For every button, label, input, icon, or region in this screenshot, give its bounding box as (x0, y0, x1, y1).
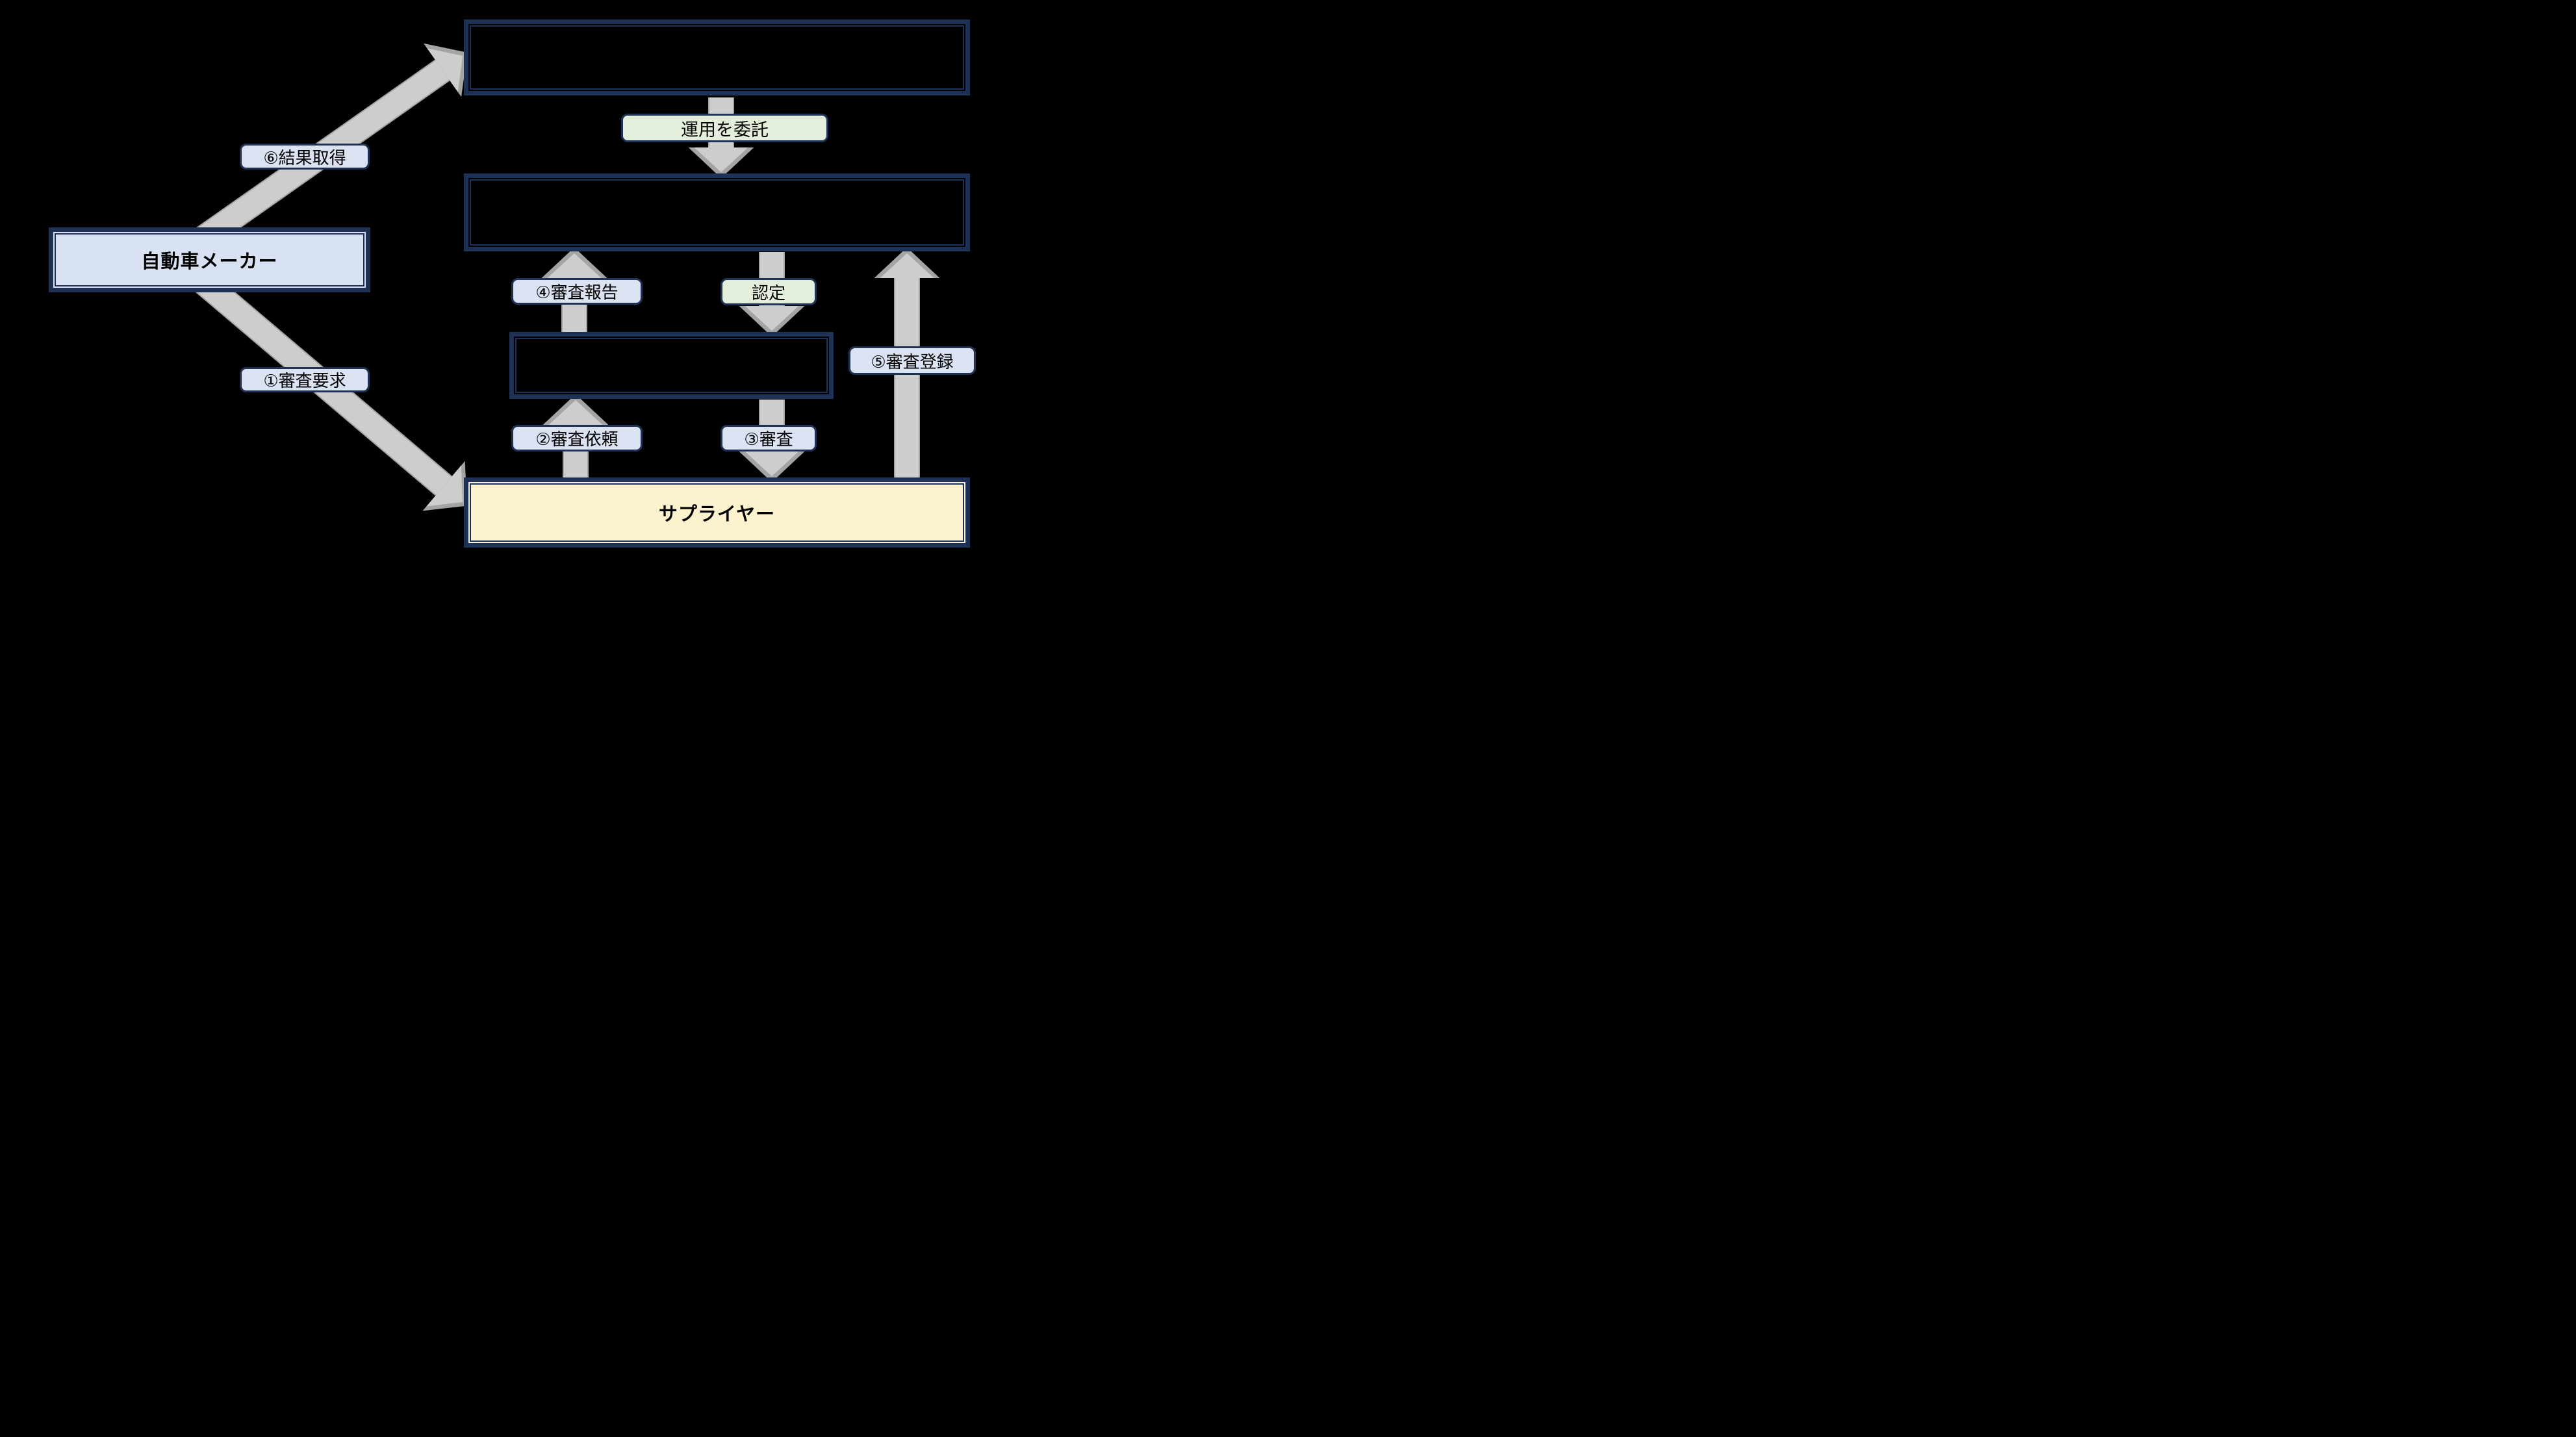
label-step2-audit-request: ②審査依頼 (511, 425, 643, 451)
system-box-middle (464, 173, 970, 251)
system-box-top (464, 19, 970, 95)
system-box-inner (509, 332, 834, 399)
label-step1-request: ①審査要求 (240, 367, 370, 392)
label-step5-register: ⑤審査登録 (848, 346, 976, 375)
supplier-box: サプライヤー (464, 477, 970, 548)
label-certify: 認定 (721, 278, 817, 305)
automaker-box: 自動車メーカー (49, 227, 370, 292)
diagram-canvas: 自動車メーカー サプライヤー 運用を委託 ⑥結果取得 ④審査報告 認定 ⑤審査登… (0, 0, 1019, 568)
label-step4-report: ④審査報告 (511, 278, 643, 305)
label-step3-audit: ③審査 (721, 425, 817, 451)
label-entrust-operation: 運用を委託 (621, 114, 828, 142)
label-step6-results: ⑥結果取得 (240, 144, 370, 170)
